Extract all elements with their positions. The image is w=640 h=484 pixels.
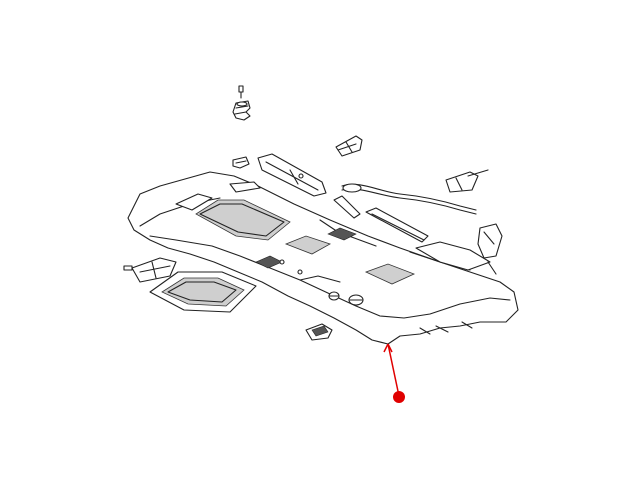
bracket-left <box>123 257 177 283</box>
grab-handle-bracket <box>257 153 327 197</box>
side-trim-rail <box>333 195 429 243</box>
callout-marker <box>383 343 405 403</box>
mounting-bracket-right <box>445 169 489 193</box>
sunroof-opening-front <box>195 199 291 241</box>
wire-harness <box>341 183 477 215</box>
mounting-bracket <box>335 135 363 157</box>
screw <box>238 85 244 99</box>
headliner-panel <box>127 171 519 345</box>
push-clip <box>232 100 251 121</box>
dome-lamp <box>305 323 333 341</box>
sunroof-frame-rear <box>149 271 257 313</box>
retainer-clip <box>232 156 250 169</box>
